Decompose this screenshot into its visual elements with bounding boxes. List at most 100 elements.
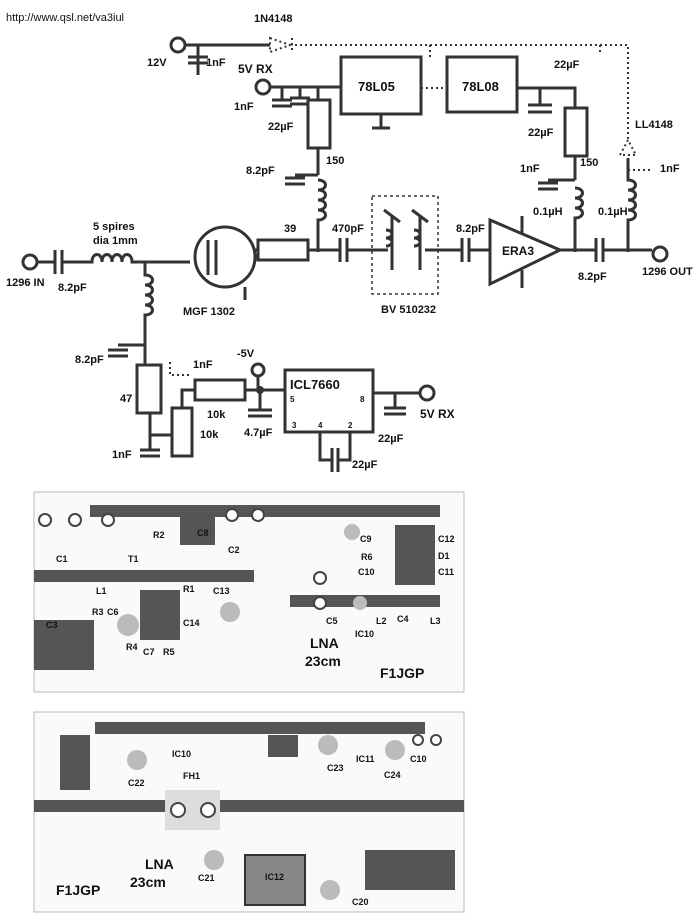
pcb2-ic11: IC11 bbox=[356, 754, 375, 764]
pcb2-callsign: F1JGP bbox=[56, 882, 100, 898]
pcb-layout-1: R2 C8 C2 C9 C12 R6 D1 C10 C11 C1 T1 R1 C… bbox=[33, 491, 465, 693]
label-39: 39 bbox=[284, 223, 296, 235]
resistor-150-right bbox=[563, 106, 589, 158]
pcb1-r6: R6 bbox=[361, 552, 373, 562]
label-8.2pf-in: 8.2pF bbox=[58, 282, 87, 294]
pcb1-l3: L3 bbox=[430, 616, 441, 626]
label-1nf-out: 1nF bbox=[660, 163, 680, 175]
pcb1-c11: C11 bbox=[438, 567, 454, 577]
label-0.1uh-era: 0.1µH bbox=[533, 206, 563, 218]
pcb1-c4: C4 bbox=[397, 614, 409, 624]
terminal-minus-5v bbox=[250, 362, 266, 378]
pcb2-c20: C20 bbox=[352, 897, 369, 907]
fet-mgf1302 bbox=[193, 225, 257, 289]
label-22uf-icl-a: 22µF bbox=[378, 433, 404, 445]
pcb1-c3: C3 bbox=[46, 620, 58, 630]
label-150-right: 150 bbox=[580, 157, 598, 169]
label-8.2pf-out: 8.2pF bbox=[578, 271, 607, 283]
pcb1-l2: L2 bbox=[376, 616, 387, 626]
source-url: http://www.qsl.net/va3iul bbox=[6, 12, 125, 24]
label-icl7660: ICL7660 bbox=[290, 377, 340, 392]
label-era3: ERA3 bbox=[502, 244, 534, 258]
pcb1-c2: C2 bbox=[228, 545, 240, 555]
inductor-bias-left bbox=[316, 178, 327, 252]
inductor-0.1uh-era bbox=[573, 186, 584, 252]
pcb-layout-2: IC10 IC11 C10 C22 FH1 C23 C24 LNA 23cm F… bbox=[33, 711, 465, 913]
label-mgf1302: MGF 1302 bbox=[183, 306, 235, 318]
label-470pf: 470pF bbox=[332, 223, 364, 235]
pcb1-r2: R2 bbox=[153, 530, 165, 540]
pcb1-c5: C5 bbox=[326, 616, 338, 626]
pin-4: 4 bbox=[318, 421, 323, 430]
resistor-10k-b bbox=[170, 406, 194, 458]
pcb1-title-lna: LNA bbox=[310, 635, 339, 651]
ic-icl7660 bbox=[283, 368, 375, 434]
pcb2-c22: C22 bbox=[128, 778, 145, 788]
pcb1-c13: C13 bbox=[213, 586, 230, 596]
pcb2-c24: C24 bbox=[384, 770, 401, 780]
pcb1-c10: C10 bbox=[358, 567, 375, 577]
label-1nf-12v: 1nF bbox=[206, 57, 226, 69]
resistor-47 bbox=[135, 363, 163, 415]
pcb2-c23: C23 bbox=[327, 763, 344, 773]
inductor-5-spires bbox=[62, 253, 190, 264]
pcb1-ic10: IC10 bbox=[355, 629, 374, 639]
filter-bv510232 bbox=[371, 195, 439, 295]
label-22uf-icl-b: 22µF bbox=[352, 459, 378, 471]
inductor-gate bbox=[143, 262, 154, 345]
label-ll4148: LL4148 bbox=[635, 119, 673, 131]
label-1nf-gate: 1nF bbox=[193, 359, 213, 371]
schematic: 1N4148 12V 1nF 78L05 78L08 22µF 22µF 5V … bbox=[6, 13, 693, 472]
pcb2-title-lna: LNA bbox=[145, 856, 174, 872]
pcb1-c9: C9 bbox=[360, 534, 372, 544]
terminal-1296-out bbox=[651, 245, 669, 263]
label-dia-1mm: dia 1mm bbox=[93, 235, 138, 247]
label-1296-out: 1296 OUT bbox=[642, 266, 693, 278]
pin-8: 8 bbox=[360, 395, 365, 404]
label-78l05: 78L05 bbox=[358, 79, 395, 94]
label-47: 47 bbox=[120, 393, 132, 405]
pcb1-r4: R4 bbox=[126, 642, 138, 652]
pcb2-c10: C10 bbox=[410, 754, 427, 764]
label-5v-rx-bottom: 5V RX bbox=[420, 407, 455, 421]
label-10k-b: 10k bbox=[200, 429, 219, 441]
pcb1-r1: R1 bbox=[183, 584, 195, 594]
amplifier-era3 bbox=[488, 217, 564, 287]
terminal-5v-rx-top bbox=[254, 78, 272, 96]
terminal-1296-in bbox=[21, 253, 39, 271]
label-22uf-mid: 22µF bbox=[528, 127, 554, 139]
resistor-10k-a bbox=[193, 378, 247, 402]
pcb1-c6: C6 bbox=[107, 607, 119, 617]
pcb1-c1: C1 bbox=[56, 554, 68, 564]
pin-2: 2 bbox=[348, 421, 353, 430]
pcb1-l1: L1 bbox=[96, 586, 107, 596]
regulator-78l08 bbox=[445, 55, 519, 114]
pcb1-callsign: F1JGP bbox=[380, 665, 424, 681]
inductor-0.1uh-out bbox=[626, 158, 637, 252]
pcb1-c7: C7 bbox=[143, 647, 155, 657]
label-8.2pf-bias: 8.2pF bbox=[246, 165, 275, 177]
resistor-150-left bbox=[306, 98, 332, 150]
label-22uf-left: 22µF bbox=[268, 121, 294, 133]
pcb1-c8: C8 bbox=[197, 528, 209, 538]
pcb2-fh1: FH1 bbox=[183, 771, 200, 781]
label-5v-rx-top: 5V RX bbox=[238, 62, 273, 76]
label-12v: 12V bbox=[147, 57, 167, 69]
label-0.1uh-out: 0.1µH bbox=[598, 206, 628, 218]
pcb1-t1: T1 bbox=[128, 554, 139, 564]
label-78l08: 78L08 bbox=[462, 79, 499, 94]
pcb2-title-23cm: 23cm bbox=[130, 874, 166, 890]
pcb2-c21: C21 bbox=[198, 873, 215, 883]
diode-ll4148-symbol bbox=[618, 137, 638, 156]
label-10k-a: 10k bbox=[207, 409, 226, 421]
pcb1-c14: C14 bbox=[183, 618, 200, 628]
pcb1-c12: C12 bbox=[438, 534, 455, 544]
pin-5: 5 bbox=[290, 395, 295, 404]
label-1nf-left: 1nF bbox=[234, 101, 254, 113]
resistor-39 bbox=[256, 238, 310, 262]
label-1296-in: 1296 IN bbox=[6, 277, 45, 289]
label-1nf-era: 1nF bbox=[520, 163, 540, 175]
pin-3: 3 bbox=[292, 421, 297, 430]
label-1nf-bottom: 1nF bbox=[112, 449, 132, 461]
